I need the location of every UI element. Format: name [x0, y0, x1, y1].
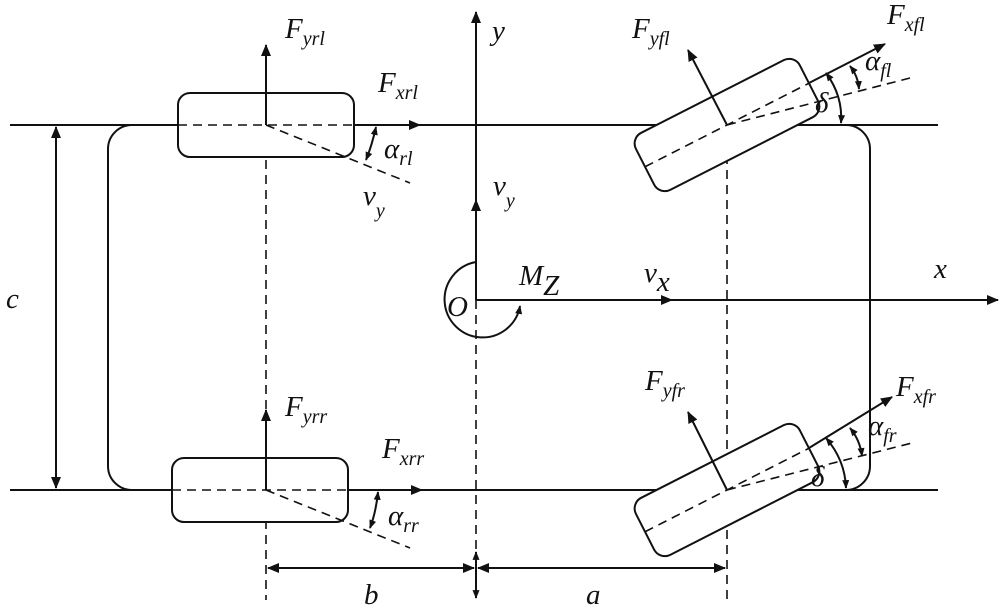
label-fxrl: Fxrl: [377, 67, 418, 104]
front-left-velocity-dash: [726, 77, 911, 126]
vehicle-body: [107, 124, 871, 491]
delta-fr-angle-arc: [825, 437, 850, 489]
label-alpha-fr: αfr: [868, 410, 897, 447]
label-fxfl: Fxfl: [886, 0, 925, 36]
rear-right-velocity-dash: [265, 489, 411, 549]
label-origin: O: [447, 291, 468, 323]
label-dim-c: c: [6, 283, 19, 315]
label-alpha-fl: αfl: [865, 45, 892, 82]
fxfr-arrow: [808, 396, 893, 449]
rear-right-tire: [171, 457, 349, 523]
label-fyfl: Fyfl: [631, 13, 670, 50]
label-y-axis: y: [489, 15, 505, 47]
alpha-fl-angle-arc: [849, 65, 862, 90]
rear-left-velocity-dash: [265, 124, 411, 184]
label-dim-b: b: [364, 579, 379, 611]
label-fyrr: Fyrr: [284, 391, 327, 428]
label-fxfr: Fxfr: [895, 371, 936, 408]
label-x-axis: x: [933, 253, 947, 285]
front-right-velocity-dash: [726, 442, 913, 491]
label-fyrl: Fyrl: [284, 13, 325, 50]
yaw-moment-arc: [443, 261, 523, 339]
fxfl-arrow: [808, 43, 886, 84]
label-vy: vy: [493, 170, 515, 212]
label-delta-fr: δ: [811, 461, 825, 493]
label-vy-wheel: vy: [363, 180, 385, 222]
label-alpha-rl: αrl: [384, 133, 413, 170]
label-mz: MZ: [518, 260, 560, 302]
label-alpha-rr: αrr: [388, 500, 419, 537]
label-delta-fl: δ: [815, 87, 829, 119]
delta-fl-angle-arc: [825, 72, 846, 124]
alpha-rl-angle-arc: [365, 126, 378, 161]
alpha-rr-angle-arc: [369, 491, 381, 529]
label-fyfr: Fyfr: [644, 365, 685, 402]
fyfl-arrow: [687, 49, 728, 126]
alpha-fr-angle-arc: [849, 427, 865, 457]
fyfr-arrow: [687, 411, 728, 491]
label-dim-a: a: [586, 579, 601, 611]
label-fxrr: Fxrr: [381, 433, 424, 470]
label-vx: vx: [644, 257, 670, 298]
